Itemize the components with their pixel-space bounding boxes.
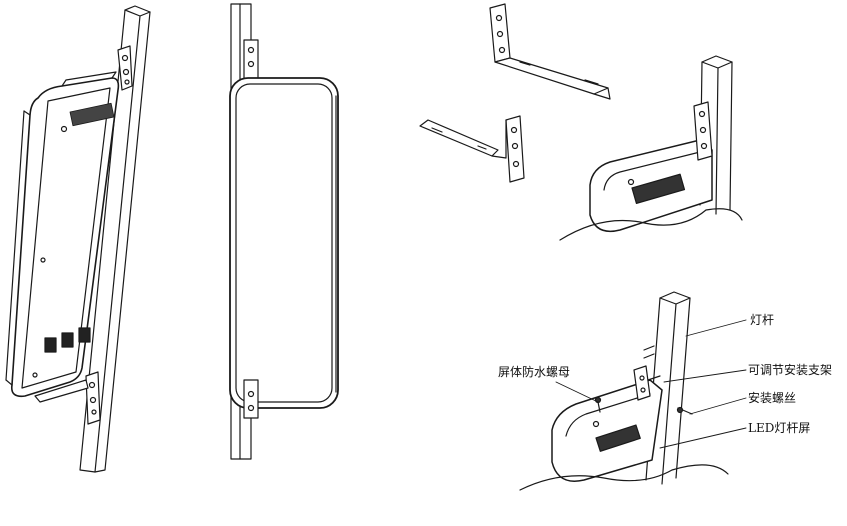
label-waterproof-nut: 屏体防水螺母 [498,364,570,379]
ground-hill-exploded [519,464,729,491]
screen-corner-detail [589,139,713,233]
bracket-part-lower [419,115,525,183]
lower-bracket-front [243,379,259,419]
bracket-exploded [633,365,651,401]
mounted-detail-view [559,55,743,241]
screen-exploded [551,379,663,482]
bottom-vent-squares [44,327,91,353]
screen-body-front [229,77,339,409]
label-light-pole: 灯杆 [750,313,774,327]
top-vent-grille [69,102,115,127]
label-mounting-screw: 安装螺丝 [748,390,796,405]
callout-leaders [555,319,747,449]
bracket-part-upper [489,3,611,100]
pole-detail [699,55,733,215]
upper-bracket-front [243,39,259,81]
screen-front-view [229,3,339,460]
screen-body-back [5,71,120,398]
pole-back-view [79,5,151,473]
upper-bracket-back [117,45,133,91]
screen-back-view [5,5,151,473]
label-led-pole-screen: LED灯杆屏 [748,421,810,435]
exploded-installation-view [519,291,747,491]
mounting-screws [643,345,693,415]
ground-hill [559,208,743,241]
bracket-detail [693,101,713,161]
label-adjustable-bracket: 可调节安装支架 [748,362,832,377]
lower-bracket-back [34,371,101,425]
